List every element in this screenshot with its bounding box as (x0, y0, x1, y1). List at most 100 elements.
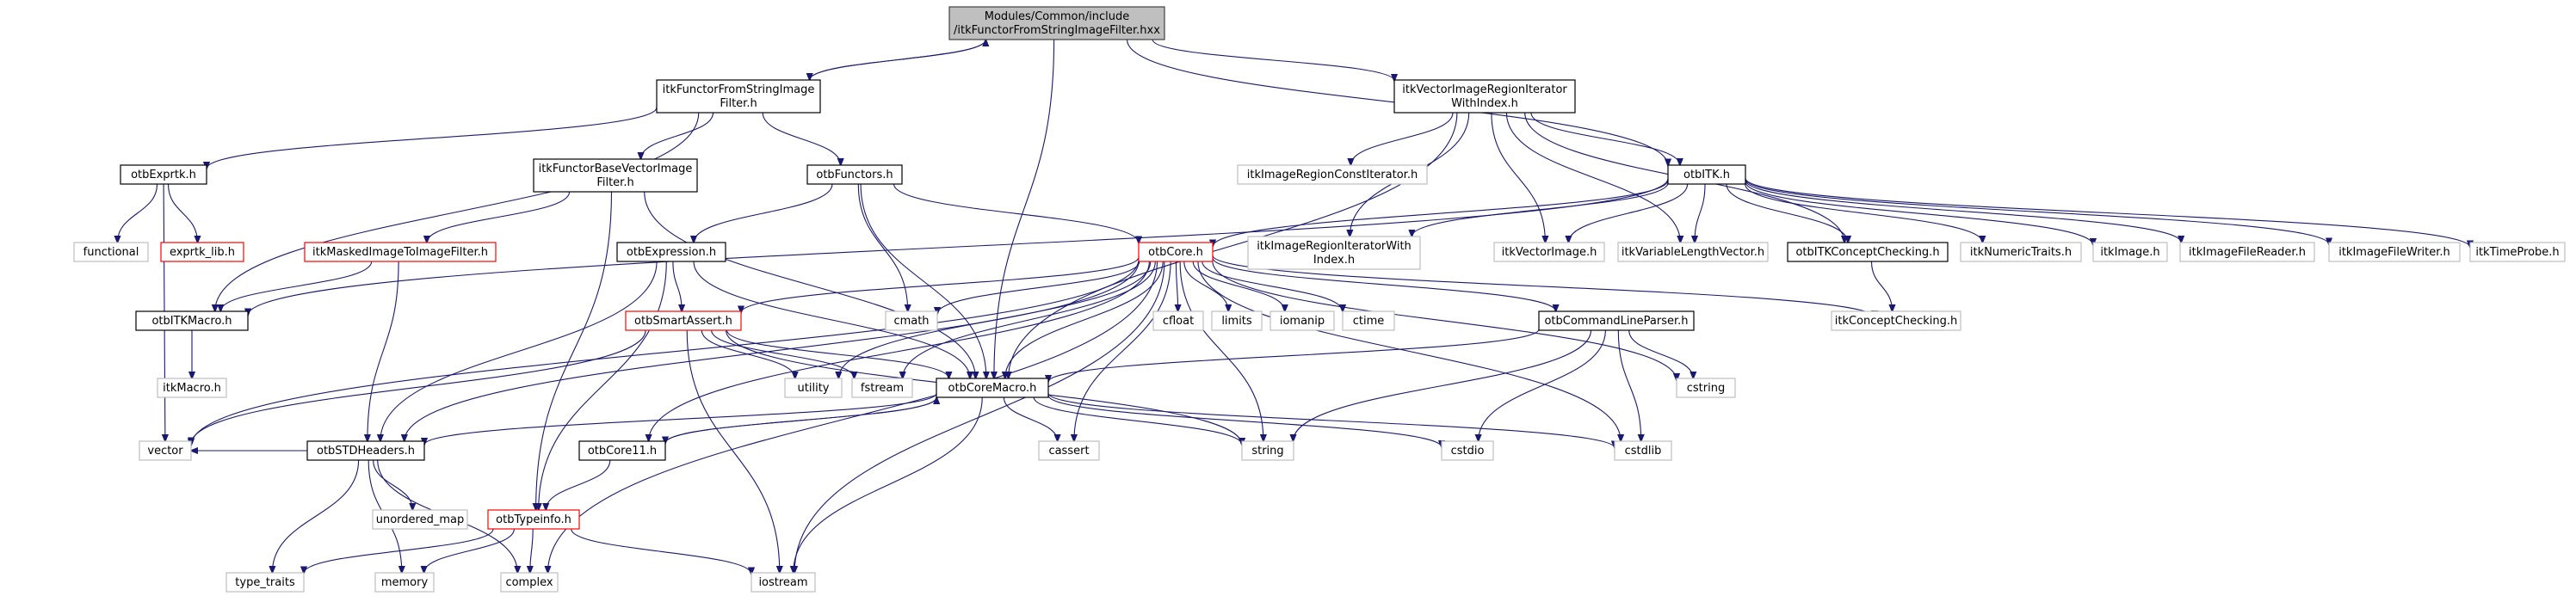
node-expression[interactable]: otbExpression.h (616, 242, 726, 262)
node-fstream[interactable]: fstream (851, 378, 913, 398)
edge-functors-to-expression (694, 183, 833, 243)
edge-itk-to-vecimg (1568, 183, 1689, 243)
node-label: cstring (1687, 382, 1725, 395)
node-box (1787, 242, 1949, 262)
edge-core-to-vector (191, 259, 1140, 446)
node-label: otbITKMacro.h (151, 315, 232, 328)
node-ctime[interactable]: ctime (1342, 310, 1395, 331)
node-cmath[interactable]: cmath (885, 310, 938, 331)
node-itkcc[interactable]: otbITKConceptChecking.h (1787, 242, 1949, 262)
node-label: iostream (758, 576, 807, 589)
node-iostream[interactable]: iostream (751, 572, 816, 593)
node-ffsif[interactable]: itkFunctorFromStringImageFilter.h (656, 79, 821, 114)
node-functional[interactable]: functional (73, 242, 149, 262)
node-cstring[interactable]: cstring (1676, 378, 1736, 398)
node-label: exprtk_lib.h (170, 246, 235, 259)
node-label: itkImageRegionIteratorWith (1257, 240, 1412, 253)
node-itk[interactable]: otbITK.h (1667, 164, 1746, 185)
node-unordered[interactable]: unordered_map (372, 509, 468, 530)
edge-core-to-cmath (937, 261, 1140, 314)
node-box (1614, 440, 1672, 461)
node-root[interactable]: Modules/Common/include/itkFunctorFromStr… (948, 6, 1165, 40)
edge-core-to-complex (548, 261, 1158, 573)
node-label: limits (1221, 315, 1252, 328)
node-box (157, 378, 227, 398)
node-ircit[interactable]: itkImageRegionConstIterator.h (1237, 164, 1428, 185)
node-reader[interactable]: itkImageFileReader.h (2179, 242, 2315, 262)
node-label: iomanip (1280, 315, 1325, 328)
node-core11[interactable]: otbCore11.h (578, 440, 666, 461)
node-probe[interactable]: itkTimeProbe.h (2469, 242, 2566, 262)
node-vector[interactable]: vector (139, 440, 192, 461)
node-memory[interactable]: memory (374, 572, 435, 593)
node-itkmacro[interactable]: otbITKMacro.h (135, 310, 249, 331)
node-box (304, 242, 497, 262)
node-label: otbCoreMacro.h (948, 382, 1037, 395)
node-limits[interactable]: limits (1211, 310, 1263, 331)
node-label: Index.h (1313, 254, 1355, 267)
node-box (1342, 310, 1395, 331)
node-varlen[interactable]: itkVariableLengthVector.h (1617, 242, 1769, 262)
edge-fbvif-to-masked (427, 191, 571, 243)
edge-vir-to-varlen (1505, 112, 1680, 243)
edge-smartassert-to-fstream (711, 329, 855, 378)
node-coremacro[interactable]: otbCoreMacro.h (936, 378, 1049, 398)
node-exprtk[interactable]: otbExprtk.h (120, 164, 207, 185)
node-string[interactable]: string (1241, 440, 1294, 461)
node-cassert[interactable]: cassert (1038, 440, 1100, 461)
node-label: otbExpression.h (627, 246, 716, 259)
node-label: unordered_map (376, 513, 465, 526)
node-box (1441, 440, 1494, 461)
node-box (2469, 242, 2566, 262)
node-complex[interactable]: complex (500, 572, 559, 593)
node-numtraits[interactable]: itkNumericTraits.h (1960, 242, 2082, 262)
edge-vir-to-itk (1530, 112, 1680, 165)
edge-expression-to-smartassert (672, 261, 682, 311)
node-functors[interactable]: otbFunctors.h (806, 164, 903, 185)
node-typetraits[interactable]: type_traits (225, 572, 305, 593)
node-label: cstdlib (1625, 445, 1662, 458)
node-cstdlib[interactable]: cstdlib (1614, 440, 1672, 461)
node-cmdline[interactable]: otbCommandLineParser.h (1538, 310, 1695, 331)
edge-core-to-string (1179, 261, 1263, 441)
node-stdheaders[interactable]: otbSTDHeaders.h (306, 440, 425, 461)
edge-core-to-fstream (903, 261, 1156, 378)
node-typeinfo[interactable]: otbTypeinfo.h (487, 509, 580, 530)
node-box (372, 509, 468, 530)
node-label: itkImageFileReader.h (2189, 246, 2306, 259)
node-box (578, 440, 666, 461)
edge-ffsif-to-fbvif (641, 112, 714, 159)
node-vecimg[interactable]: itkVectorImage.h (1493, 242, 1605, 262)
edge-typeinfo-to-memory (424, 528, 515, 573)
edge-itkcc-to-itkconcept (1870, 261, 1893, 311)
node-utility[interactable]: utility (784, 378, 843, 398)
node-core[interactable]: otbCore.h (1138, 242, 1214, 262)
node-masked[interactable]: itkMaskedImageToImageFilter.h (304, 242, 497, 262)
edge-coremacro-to-cstdlib (1047, 392, 1615, 448)
node-iomanip[interactable]: iomanip (1269, 310, 1335, 331)
node-itkmacroh[interactable]: itkMacro.h (157, 378, 227, 398)
node-box (885, 310, 938, 331)
node-label: type_traits (235, 576, 295, 589)
edge-masked-to-itkmacro (220, 261, 373, 311)
edge-core-to-iostream (794, 261, 1165, 573)
edge-itk-to-core (1213, 180, 1669, 247)
node-itkimage[interactable]: itkImage.h (2092, 242, 2168, 262)
node-exprtklib[interactable]: exprtk_lib.h (160, 242, 244, 262)
node-itkconcept[interactable]: itkConceptChecking.h (1831, 310, 1961, 331)
node-writer[interactable]: itkImageFileWriter.h (2328, 242, 2461, 262)
node-box (784, 378, 843, 398)
node-label: cfloat (1163, 315, 1194, 328)
node-cfloat[interactable]: cfloat (1152, 310, 1204, 331)
node-cstdio[interactable]: cstdio (1441, 440, 1494, 461)
node-box (306, 440, 425, 461)
node-label: fstream (861, 382, 904, 395)
node-box (1667, 164, 1746, 185)
edge-ffsif-to-itkmacro (215, 112, 700, 311)
node-box (135, 310, 249, 331)
node-smartassert[interactable]: otbSmartAssert.h (625, 310, 742, 331)
edge-cmdline-to-cstdio (1479, 329, 1606, 441)
